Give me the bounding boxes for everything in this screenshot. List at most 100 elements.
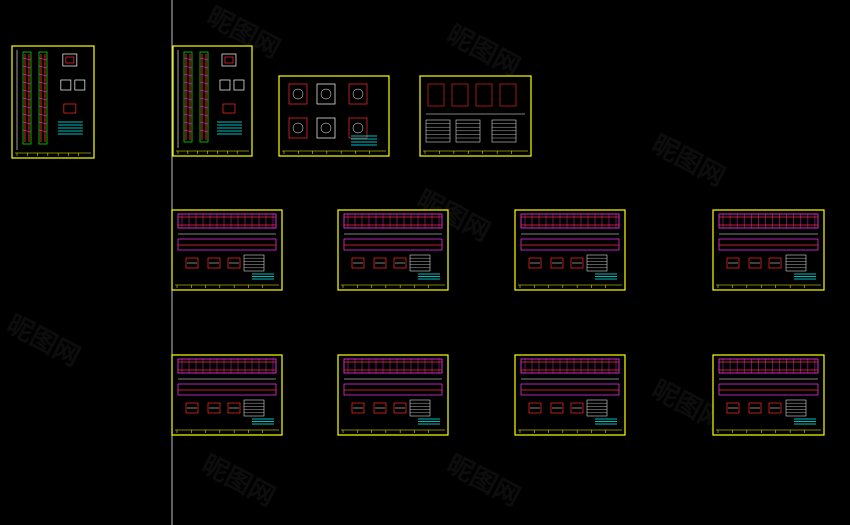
stirrup — [38, 113, 48, 117]
stirrup — [38, 65, 48, 69]
beam-section-a — [726, 402, 740, 414]
drawing-sheet-2[interactable] — [172, 45, 253, 157]
beam-section-b — [550, 402, 564, 414]
stirrup — [38, 81, 48, 85]
cross-section — [348, 117, 368, 139]
beam-section-b — [748, 257, 762, 269]
beam-section-a — [528, 402, 542, 414]
drawing-sheet-5[interactable] — [171, 209, 283, 291]
cross-section — [348, 83, 368, 105]
stirrup — [38, 97, 48, 101]
stirrup — [22, 113, 32, 117]
beam-plan — [177, 238, 277, 251]
beam-plan — [520, 238, 620, 251]
cross-section — [316, 117, 336, 139]
beam-section-c — [768, 402, 782, 414]
beam-section-c — [393, 257, 407, 269]
drawing-sheet-4[interactable] — [419, 75, 532, 157]
drawing-sheet-12[interactable] — [712, 354, 825, 436]
stirrup — [183, 121, 193, 125]
rebar-detail — [427, 83, 445, 107]
rebar-schedule-table — [785, 254, 807, 272]
beam-elevation — [520, 358, 620, 374]
stirrup — [199, 105, 209, 109]
beam-elevation — [343, 358, 443, 374]
beam-plan — [343, 238, 443, 251]
sheet-border — [419, 75, 532, 157]
drawing-sheet-1[interactable] — [11, 45, 95, 159]
beam-section-a — [528, 257, 542, 269]
stirrup — [183, 89, 193, 93]
stirrup — [183, 73, 193, 77]
rebar-quantity-table — [425, 119, 451, 143]
section-detail — [219, 79, 231, 91]
stirrup — [38, 129, 48, 133]
stirrup — [183, 129, 193, 133]
stirrup — [199, 129, 209, 133]
beam-section-a — [185, 257, 199, 269]
stirrup — [22, 97, 32, 101]
sheet-border — [278, 75, 390, 157]
beam-plan — [520, 383, 620, 396]
section-detail — [233, 79, 245, 91]
beam-plan — [177, 383, 277, 396]
stirrup — [22, 65, 32, 69]
drawing-sheet-11[interactable] — [514, 354, 626, 436]
pile-rebar-column-right — [199, 51, 209, 143]
cross-section — [288, 83, 308, 105]
stirrup — [199, 89, 209, 93]
sheet-border — [172, 45, 253, 157]
beam-plan — [718, 238, 819, 251]
beam-section-c — [570, 257, 584, 269]
stirrup — [183, 113, 193, 117]
section-detail — [60, 79, 72, 91]
section-circle — [320, 88, 332, 100]
drawing-sheet-3[interactable] — [278, 75, 390, 157]
beam-elevation — [520, 213, 620, 229]
beam-section-c — [227, 257, 241, 269]
drawing-sheet-10[interactable] — [337, 354, 449, 436]
beam-section-b — [550, 257, 564, 269]
beam-elevation — [343, 213, 443, 229]
stirrup — [183, 105, 193, 109]
drawing-sheet-9[interactable] — [171, 354, 283, 436]
beam-section-a — [351, 257, 365, 269]
section-detail — [74, 79, 86, 91]
stirrup — [22, 129, 32, 133]
beam-section-b — [748, 402, 762, 414]
rebar-schedule-table — [409, 399, 431, 417]
stirrup — [22, 57, 32, 61]
beam-elevation — [177, 358, 277, 374]
stirrup — [22, 105, 32, 109]
drawing-sheet-6[interactable] — [337, 209, 449, 291]
stirrup — [38, 57, 48, 61]
section-circle — [320, 122, 332, 134]
stirrup — [38, 73, 48, 77]
drawing-sheets — [11, 45, 825, 436]
rebar-schedule-table — [243, 399, 265, 417]
rebar-schedule-table — [785, 399, 807, 417]
beam-elevation — [718, 213, 819, 229]
beam-section-c — [570, 402, 584, 414]
section-circle — [352, 88, 364, 100]
stirrup — [199, 65, 209, 69]
cross-section — [288, 117, 308, 139]
drawing-sheet-8[interactable] — [712, 209, 825, 291]
beam-plan — [343, 383, 443, 396]
section-circle — [292, 122, 304, 134]
section-detail — [221, 53, 237, 67]
section-rebar — [222, 103, 236, 114]
rebar-schedule-table — [409, 254, 431, 272]
beam-section-b — [207, 402, 221, 414]
rebar-quantity-table — [455, 119, 481, 143]
beam-section-a — [185, 402, 199, 414]
stirrup — [38, 121, 48, 125]
stirrup — [22, 89, 32, 93]
section-rebar — [63, 103, 77, 114]
beam-section-b — [373, 402, 387, 414]
rebar-schedule-table — [243, 254, 265, 272]
stirrup — [38, 89, 48, 93]
beam-section-b — [373, 257, 387, 269]
drawing-sheet-7[interactable] — [514, 209, 626, 291]
